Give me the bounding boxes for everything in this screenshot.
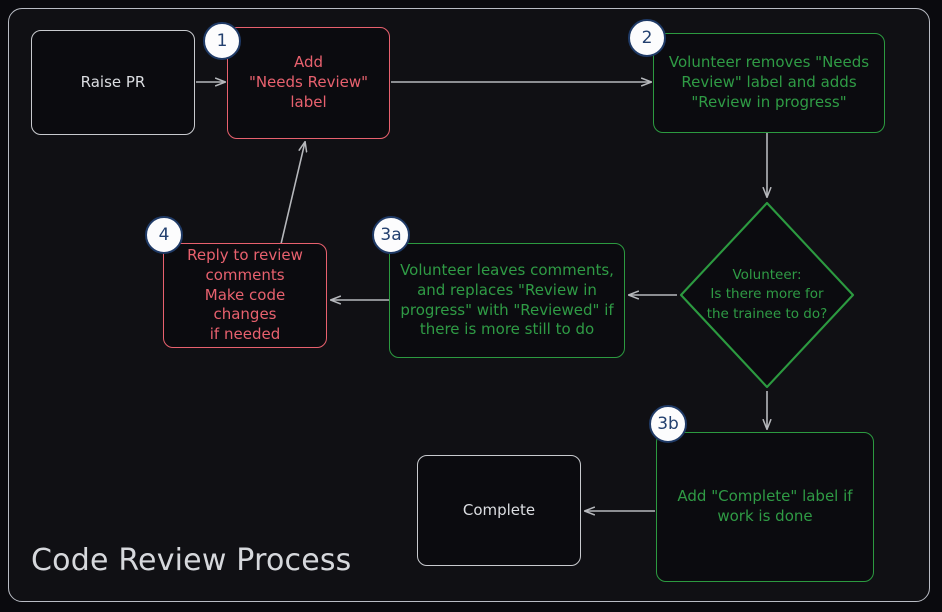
node-add-needs-review[interactable]: Add "Needs Review" label <box>227 27 390 139</box>
node-volunteer-removes-label: Volunteer removes "Needs Review" label a… <box>668 53 870 111</box>
diagram-title: Code Review Process <box>31 543 352 578</box>
step-badge-4: 4 <box>145 216 183 254</box>
step-badge-1: 1 <box>203 22 241 60</box>
node-add-needs-review-label: Add "Needs Review" label <box>248 53 369 111</box>
node-volunteer-leaves-comments[interactable]: Volunteer leaves comments, and replaces … <box>389 243 625 358</box>
node-reply-to-review[interactable]: Reply to review comments Make code chang… <box>163 243 327 348</box>
node-add-complete-label-text: Add "Complete" label if work is done <box>677 487 853 525</box>
node-reply-to-review-label: Reply to review comments Make code chang… <box>187 246 303 344</box>
step-badge-3a: 3a <box>372 216 410 254</box>
node-complete[interactable]: Complete <box>417 455 581 566</box>
node-raise-pr[interactable]: Raise PR <box>31 30 195 135</box>
node-volunteer-leaves-comments-label: Volunteer leaves comments, and replaces … <box>400 260 614 339</box>
node-decision-more-work-label: Volunteer: Is there more for the trainee… <box>706 267 828 322</box>
node-decision-more-work[interactable]: Volunteer: Is there more for the trainee… <box>678 200 856 390</box>
step-badge-2: 2 <box>628 19 666 57</box>
diamond-shape <box>679 201 855 389</box>
node-add-complete-label[interactable]: Add "Complete" label if work is done <box>656 432 874 582</box>
node-complete-label: Complete <box>462 500 536 519</box>
node-raise-pr-label: Raise PR <box>80 72 146 91</box>
node-volunteer-removes[interactable]: Volunteer removes "Needs Review" label a… <box>653 33 885 133</box>
step-badge-3b: 3b <box>649 405 687 443</box>
